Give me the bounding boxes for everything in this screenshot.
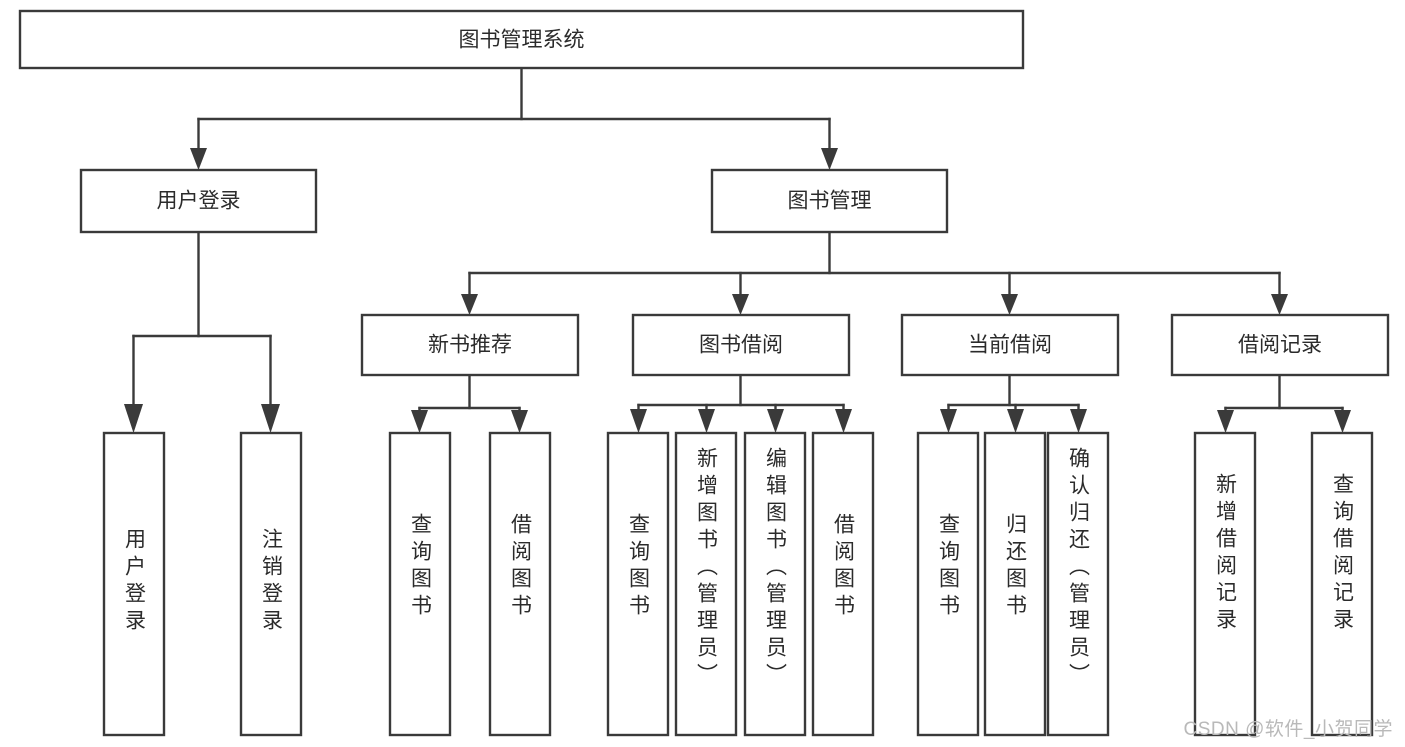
arrow-newbook-leaf-1 — [411, 410, 428, 433]
leaf-user-login-logout[interactable]: 注销登录 — [239, 431, 303, 737]
arrow-bookmanage-to-record — [1271, 294, 1288, 315]
leaf-book-borrow-query-box[interactable] — [606, 431, 670, 737]
connector-layer — [124, 66, 1351, 433]
leaf-new-book-query-box[interactable] — [388, 431, 452, 737]
arrow-newbook-leaf-2 — [511, 410, 528, 433]
leaf-borrow-record-add[interactable]: 新增借阅记录 — [1193, 431, 1257, 737]
node-borrow-record[interactable]: 借阅记录 — [1170, 313, 1390, 377]
node-book-borrow-label: 图书借阅 — [699, 334, 783, 357]
leaf-user-login-logout-label: 注销登录 — [260, 528, 284, 636]
leaf-borrow-record-query-box[interactable] — [1310, 431, 1374, 737]
leaf-new-book-query-label: 查询图书 — [409, 513, 433, 621]
leaf-borrow-record-query-label: 查询借阅记录 — [1331, 473, 1355, 635]
arrow-bookborrow-leaf-1 — [630, 409, 647, 433]
leaf-current-borrow-return-label: 归还图书 — [1004, 513, 1028, 621]
arrow-root-to-user-login — [190, 148, 207, 170]
node-borrow-record-label: 借阅记录 — [1238, 334, 1322, 357]
arrow-currentborrow-leaf-3 — [1070, 409, 1087, 433]
arrow-bookborrow-leaf-4 — [835, 409, 852, 433]
node-user-login[interactable]: 用户登录 — [79, 168, 318, 234]
node-book-borrow[interactable]: 图书借阅 — [631, 313, 851, 377]
leaf-book-borrow-borrow[interactable]: 借阅图书 — [811, 431, 875, 737]
node-book-borrow-box[interactable] — [631, 313, 851, 377]
leaf-user-login-login[interactable]: 用户登录 — [102, 431, 166, 737]
node-root-box[interactable] — [18, 9, 1025, 70]
node-current-borrow-box[interactable] — [900, 313, 1120, 377]
arrow-bookmanage-to-current — [1001, 294, 1018, 315]
node-user-login-box[interactable] — [79, 168, 318, 234]
leaf-user-login-logout-box[interactable] — [239, 431, 303, 737]
leaf-book-borrow-borrow-label: 借阅图书 — [832, 513, 856, 621]
node-current-borrow[interactable]: 当前借阅 — [900, 313, 1120, 377]
leaf-current-borrow-query-box[interactable] — [916, 431, 980, 737]
leaf-borrow-record-query[interactable]: 查询借阅记录 — [1310, 431, 1374, 737]
leaf-new-book-borrow-box[interactable] — [488, 431, 552, 737]
leaf-new-book-borrow-label: 借阅图书 — [509, 513, 533, 621]
leaf-new-book-query[interactable]: 查询图书 — [388, 431, 452, 737]
node-user-login-label: 用户登录 — [157, 190, 241, 213]
leaf-current-borrow-query-label: 查询图书 — [937, 513, 961, 621]
leaf-book-borrow-edit-box[interactable] — [743, 431, 807, 737]
leaf-current-borrow-confirm[interactable]: 确认归还（管理员） — [1046, 431, 1110, 737]
arrow-root-to-book-manage — [821, 148, 838, 170]
node-new-book-recommend-label: 新书推荐 — [428, 334, 512, 357]
leaf-book-borrow-query[interactable]: 查询图书 — [606, 431, 670, 737]
leaf-book-borrow-query-label: 查询图书 — [627, 513, 651, 621]
leaf-user-login-login-label: 用户登录 — [123, 528, 147, 636]
leaf-current-borrow-confirm-label: 确认归还（管理员） — [1067, 447, 1091, 690]
arrow-bookmanage-to-borrow — [732, 294, 749, 315]
leaf-user-login-login-box[interactable] — [102, 431, 166, 737]
arrow-bookborrow-leaf-2 — [698, 409, 715, 433]
node-current-borrow-label: 当前借阅 — [968, 334, 1052, 357]
leaf-current-borrow-query[interactable]: 查询图书 — [916, 431, 980, 737]
leaf-borrow-record-add-box[interactable] — [1193, 431, 1257, 737]
arrow-borrowrecord-leaf-1 — [1217, 410, 1234, 433]
leaf-current-borrow-return[interactable]: 归还图书 — [983, 431, 1047, 737]
leaf-current-borrow-confirm-box[interactable] — [1046, 431, 1110, 737]
leaf-current-borrow-return-box[interactable] — [983, 431, 1047, 737]
arrow-bookmanage-to-newbook — [461, 294, 478, 315]
node-book-management-label: 图书管理 — [788, 190, 872, 213]
leaf-borrow-record-add-label: 新增借阅记录 — [1214, 473, 1238, 635]
leaf-book-borrow-edit[interactable]: 编辑图书（管理员） — [743, 431, 807, 737]
leaf-book-borrow-add-label: 新增图书（管理员） — [695, 447, 719, 690]
leaf-book-borrow-add-box[interactable] — [674, 431, 738, 737]
arrow-currentborrow-leaf-1 — [940, 409, 957, 433]
node-book-management[interactable]: 图书管理 — [710, 168, 949, 234]
node-borrow-record-box[interactable] — [1170, 313, 1390, 377]
node-new-book-recommend-box[interactable] — [360, 313, 580, 377]
node-book-management-box[interactable] — [710, 168, 949, 234]
node-new-book-recommend[interactable]: 新书推荐 — [360, 313, 580, 377]
arrow-userlogin-leaf-2 — [261, 404, 280, 433]
arrow-borrowrecord-leaf-2 — [1334, 410, 1351, 433]
leaf-book-borrow-borrow-box[interactable] — [811, 431, 875, 737]
node-root-book-management-system[interactable]: 图书管理系统 — [18, 9, 1025, 70]
node-root-label: 图书管理系统 — [459, 29, 585, 52]
arrow-currentborrow-leaf-2 — [1007, 409, 1024, 433]
leaf-book-borrow-edit-label: 编辑图书（管理员） — [764, 447, 788, 690]
leaf-new-book-borrow[interactable]: 借阅图书 — [488, 431, 552, 737]
arrow-bookborrow-leaf-3 — [767, 409, 784, 433]
leaf-book-borrow-add[interactable]: 新增图书（管理员） — [674, 431, 738, 737]
arrow-userlogin-leaf-1 — [124, 404, 143, 433]
